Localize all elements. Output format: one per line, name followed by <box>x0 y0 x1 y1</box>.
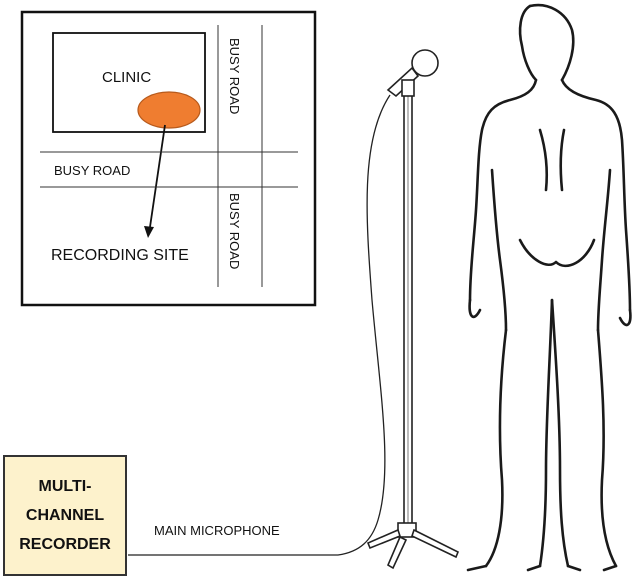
microphone-label: MAIN MICROPHONE <box>154 523 280 538</box>
road-vertical-bottom-label: BUSY ROAD <box>227 193 242 269</box>
clinic-label: CLINIC <box>102 69 151 86</box>
multichannel-recorder-box: MULTI-CHANNEL RECORDER <box>3 455 127 576</box>
site-arrow <box>149 124 166 228</box>
road-vertical-top-label: BUSY ROAD <box>227 38 242 114</box>
recording-site-label: RECORDING SITE <box>51 247 189 264</box>
recording-site-marker <box>137 91 201 129</box>
microphone-icon <box>366 49 460 570</box>
human-figure-icon <box>466 3 632 572</box>
arrow-head-icon <box>144 226 154 238</box>
microphone-cable <box>128 94 391 556</box>
recorder-label: MULTI-CHANNEL RECORDER <box>19 478 111 553</box>
road-horizontal-label: BUSY ROAD <box>54 163 130 178</box>
